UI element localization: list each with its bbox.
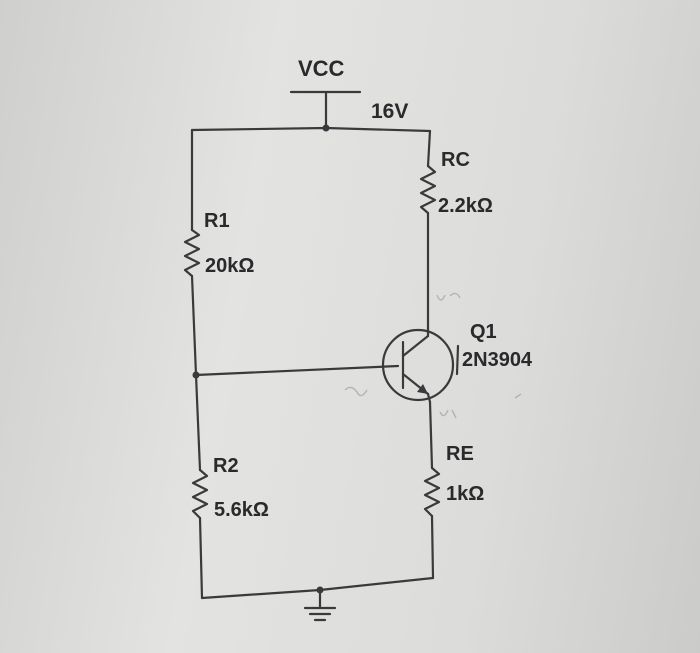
r1-resistor: [183, 228, 201, 278]
emitter-wire: [428, 400, 434, 470]
vcc-label: VCC: [298, 56, 345, 81]
rc-value-label: 2.2kΩ: [438, 195, 493, 217]
q1-name-label: Q1: [470, 321, 497, 343]
base-wire: [194, 364, 400, 377]
ground-icon: [303, 588, 337, 622]
vcc-source: [289, 90, 362, 130]
rc-top-wire: [426, 129, 432, 168]
pencil-scribbles: [344, 292, 522, 419]
q1-transistor: [381, 328, 455, 404]
re-bottom-wire: [430, 514, 435, 580]
vcc-junction-dot: [322, 124, 330, 132]
q1-part-label: 2N3904: [462, 349, 533, 371]
r1-bottom-wire: [190, 274, 198, 377]
re-resistor: [423, 466, 441, 518]
r2-value-label: 5.6kΩ: [214, 499, 269, 521]
r2-bottom-wire: [198, 516, 204, 600]
re-name-label: RE: [446, 443, 474, 465]
r1-value-label: 20kΩ: [205, 255, 254, 277]
vcc-voltage-label: 16V: [371, 100, 408, 123]
r2-name-label: R2: [213, 455, 239, 477]
r2-resistor: [191, 468, 209, 520]
r1-name-label: R1: [204, 210, 230, 232]
r2-top-wire: [194, 373, 202, 472]
q1-label-bracket: [455, 344, 460, 376]
emitter-arrow-icon: [417, 384, 428, 394]
rc-resistor: [419, 164, 437, 215]
top-wire: [190, 126, 432, 133]
rc-name-label: RC: [441, 149, 470, 171]
re-value-label: 1kΩ: [446, 483, 484, 505]
